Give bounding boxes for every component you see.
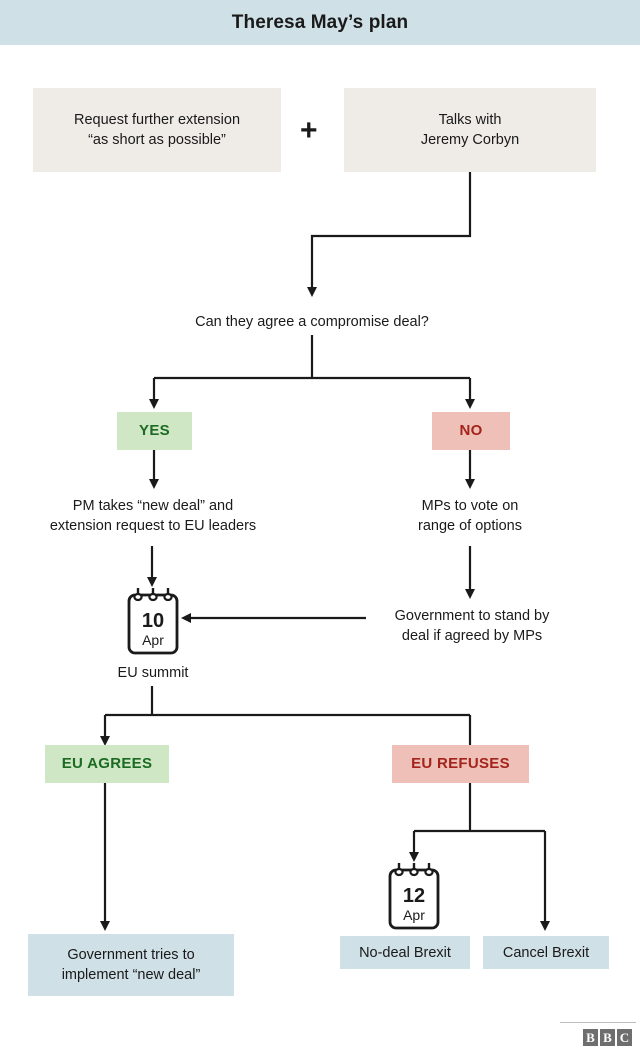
request-extension-line2: “as short as possible” xyxy=(88,132,226,148)
mps-vote-line1: MPs to vote on xyxy=(421,498,519,514)
pm-takes-line1: PM takes “new deal” and xyxy=(72,498,234,514)
text-pm-takes-new-deal: PM takes “new deal” and extension reques… xyxy=(8,496,298,536)
badge-eu-refuses[interactable]: EU REFUSES xyxy=(392,745,529,783)
bbc-letter-2: B xyxy=(600,1029,615,1046)
calendar-icon-10-apr: 10 Apr xyxy=(124,586,182,663)
badge-yes[interactable]: YES xyxy=(117,412,192,450)
box-request-extension[interactable]: Request further extension “as short as p… xyxy=(33,88,281,172)
box-cancel-brexit[interactable]: Cancel Brexit xyxy=(483,936,609,969)
badge-eu-agrees[interactable]: EU AGREES xyxy=(45,745,169,783)
box-talks-corbyn[interactable]: Talks with Jeremy Corbyn xyxy=(344,88,596,172)
gov-stand-line2: deal if agreed by MPs xyxy=(401,628,543,644)
calendar-icon-12-apr: 12 Apr xyxy=(385,861,443,938)
calendar-month-10: Apr xyxy=(142,632,164,648)
bbc-logo: B B C xyxy=(583,1029,632,1046)
talks-line2: Jeremy Corbyn xyxy=(420,132,520,148)
plus-icon: + xyxy=(300,114,318,147)
gov-tries-line1: Government tries to xyxy=(67,947,195,963)
decision-question: Can they agree a compromise deal? xyxy=(195,314,429,330)
calendar-month-12: Apr xyxy=(403,907,425,923)
request-extension-line1: Request further extension xyxy=(73,112,241,128)
bbc-letter-3: C xyxy=(617,1029,632,1046)
badge-no[interactable]: NO xyxy=(432,412,510,450)
footer-divider xyxy=(560,1022,636,1023)
pm-takes-line2: extension request to EU leaders xyxy=(49,518,257,534)
page-title: Theresa May’s plan xyxy=(231,12,409,33)
header-bar xyxy=(0,0,640,45)
caption-eu-summit: EU summit xyxy=(117,665,189,681)
box-no-deal-brexit[interactable]: No-deal Brexit xyxy=(340,936,470,969)
text-mps-vote-options: MPs to vote on range of options xyxy=(372,496,568,536)
text-government-stand-by-deal: Government to stand by deal if agreed by… xyxy=(368,606,576,646)
calendar-day-10: 10 xyxy=(142,610,164,632)
calendar-day-12: 12 xyxy=(403,885,425,907)
mps-vote-line2: range of options xyxy=(418,518,522,534)
bbc-letter-1: B xyxy=(583,1029,598,1046)
gov-stand-line1: Government to stand by xyxy=(394,608,550,624)
gov-tries-line2: implement “new deal” xyxy=(61,967,201,983)
box-government-implement-new-deal[interactable]: Government tries to implement “new deal” xyxy=(28,934,234,996)
talks-line1: Talks with xyxy=(438,112,502,128)
